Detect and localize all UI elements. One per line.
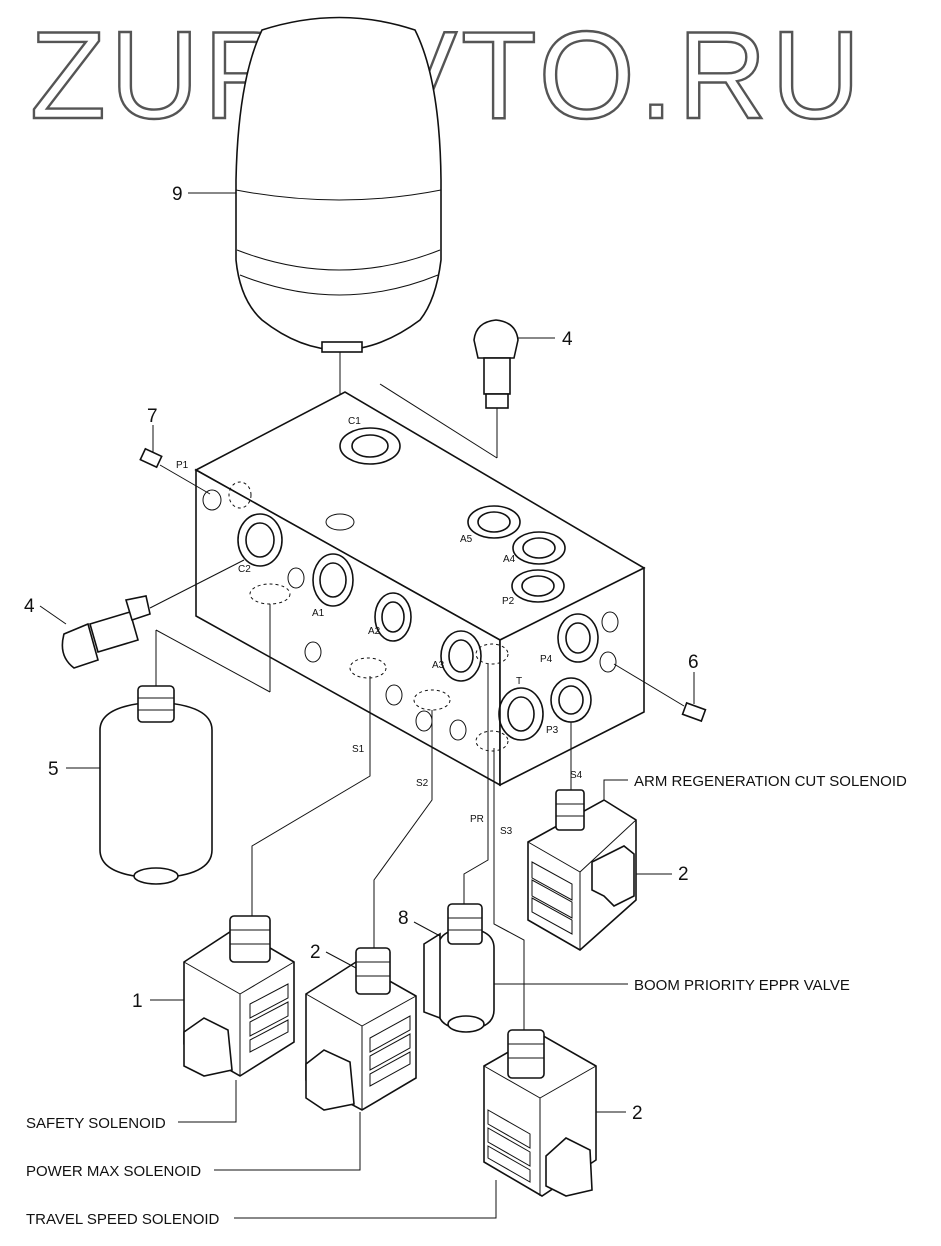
setscrew-part-6 [613, 663, 707, 723]
leader-safety [178, 1080, 237, 1123]
label-power-max-solenoid: POWER MAX SOLENOID [26, 1163, 201, 1180]
port-label-a4: A4 [503, 554, 516, 565]
port-label-p2: P2 [502, 596, 515, 607]
setscrew-part-7 [139, 425, 211, 495]
pipe-pr [463, 664, 489, 905]
filter-part-5 [99, 604, 271, 885]
port-label-p4: P4 [540, 654, 553, 665]
label-travel-speed-solenoid: TRAVEL SPEED SOLENOID [26, 1211, 220, 1228]
callout-1: 1 [132, 991, 143, 1012]
accumulator-part-9 [235, 16, 442, 520]
solenoid-travel-speed [483, 1029, 597, 1197]
eppr-valve-part-8 [423, 903, 495, 1033]
port-label-t: T [516, 676, 522, 687]
leader-travel-speed [234, 1180, 497, 1219]
callout-6: 6 [688, 652, 699, 673]
callout-2-middle: 2 [310, 942, 321, 963]
callout-8: 8 [398, 908, 409, 929]
port-label-a2: A2 [368, 626, 381, 637]
solenoid-power-max [305, 947, 417, 1111]
leader-8 [413, 921, 441, 937]
plug-part-4-left [61, 559, 245, 669]
label-arm-regeneration: ARM REGENERATION CUT SOLENOID [634, 773, 907, 790]
port-label-c2: C2 [238, 564, 251, 575]
callout-9: 9 [172, 184, 183, 205]
leader-2-middle [325, 951, 357, 969]
callout-7: 7 [147, 406, 158, 427]
leader-arm-regen [603, 779, 628, 800]
callout-2-bottom: 2 [632, 1103, 643, 1124]
callout-4-top: 4 [562, 329, 573, 350]
callout-5: 5 [48, 759, 59, 780]
callout-2-right: 2 [678, 864, 689, 885]
port-label-a3: A3 [432, 660, 445, 671]
leader-4-left [39, 605, 67, 625]
leader-power-max [214, 1112, 361, 1171]
port-label-a5: A5 [460, 534, 473, 545]
callout-4-left: 4 [24, 596, 35, 617]
pipe-s1 [251, 676, 371, 918]
pipe-s3 [493, 748, 525, 1036]
watermark-text: ZURAVTO.RU [30, 7, 865, 145]
port-label-pr: PR [470, 814, 484, 825]
port-label-s1: S1 [352, 744, 365, 755]
port-label-a1: A1 [312, 608, 325, 619]
label-safety-solenoid: SAFETY SOLENOID [26, 1115, 166, 1132]
solenoid-arm-regeneration [527, 789, 637, 951]
solenoid-safety [183, 915, 295, 1077]
port-label-c1: C1 [348, 416, 361, 427]
valve-block [194, 391, 646, 787]
port-label-p1: P1 [176, 460, 189, 471]
plug-part-4-top [379, 319, 519, 459]
pipe-s2 [373, 710, 433, 950]
port-label-s4: S4 [570, 770, 583, 781]
port-label-s2: S2 [416, 778, 429, 789]
port-label-p3: P3 [546, 725, 559, 736]
port-label-s3: S3 [500, 826, 513, 837]
label-boom-priority: BOOM PRIORITY EPPR VALVE [634, 977, 850, 994]
